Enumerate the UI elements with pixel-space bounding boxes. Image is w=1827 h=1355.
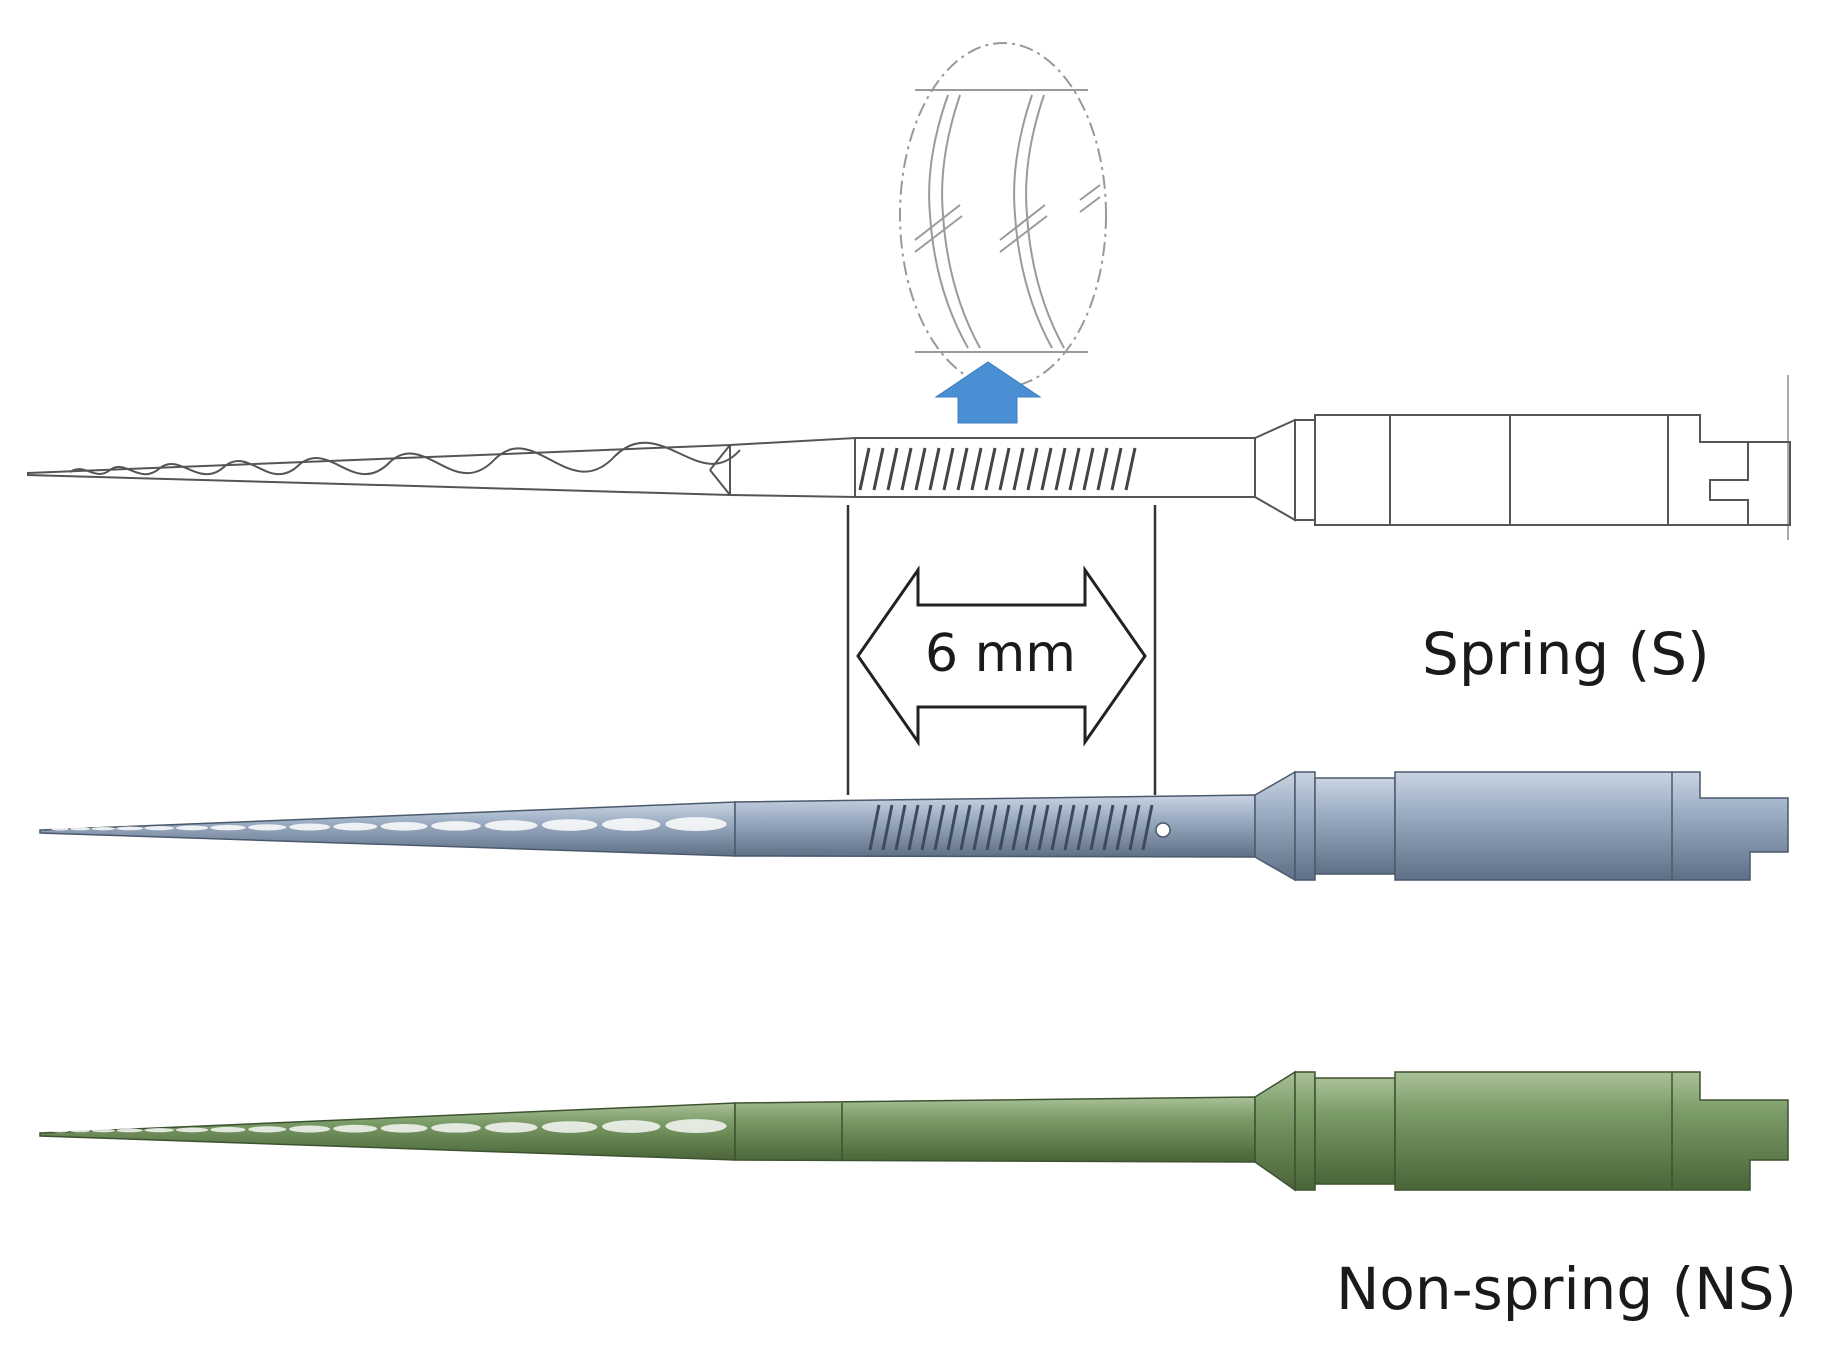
twist-highlight — [51, 1129, 69, 1133]
twist-highlight — [175, 825, 209, 831]
spring-groove — [956, 447, 969, 491]
twist-highlight — [665, 1119, 727, 1133]
spring-groove — [1063, 804, 1076, 851]
spring-groove — [1124, 447, 1137, 491]
spring-grooves-line — [858, 447, 1137, 491]
spring-groove — [1054, 447, 1067, 491]
spring-groove — [1096, 447, 1109, 491]
twist-highlight — [541, 1121, 598, 1133]
spring-file-model — [39, 770, 1789, 882]
twist-highlight — [484, 820, 538, 831]
twist-highlight — [51, 827, 69, 831]
twist-highlight — [602, 1120, 661, 1133]
twist-highlight — [175, 1127, 209, 1133]
twist-highlight — [210, 824, 246, 831]
dimension-label: 6 mm — [925, 624, 1076, 684]
spring-groove — [894, 804, 907, 851]
spring-groove — [881, 804, 894, 851]
twist-highlight — [602, 818, 661, 831]
spring-groove — [1024, 804, 1037, 851]
spring-groove — [858, 447, 871, 491]
spring-groove — [1089, 804, 1102, 851]
twist-highlight — [289, 1125, 331, 1133]
twist-highlight — [144, 826, 174, 831]
spring-groove — [1037, 804, 1050, 851]
spring-groove — [928, 447, 941, 491]
magnify-arrow — [934, 361, 1042, 424]
spring-groove — [1128, 804, 1141, 851]
non-spring-file-model — [39, 1070, 1789, 1192]
magnified-detail — [899, 42, 1107, 388]
spring-groove — [933, 804, 946, 851]
spring-groove — [886, 447, 899, 491]
spring-groove — [900, 447, 913, 491]
spring-groove — [920, 804, 933, 851]
twist-highlight — [289, 823, 331, 831]
spring-groove — [972, 804, 985, 851]
spring-groove — [942, 447, 955, 491]
spring-groove — [1110, 447, 1123, 491]
spring-groove — [868, 804, 881, 851]
twist-highlight — [116, 826, 143, 831]
dimension-double-arrow — [856, 565, 1147, 747]
twist-highlight — [380, 821, 428, 831]
twist-highlight — [248, 1126, 287, 1133]
twist-highlight — [665, 817, 727, 831]
spring-groove — [914, 447, 927, 491]
spring-groove — [970, 447, 983, 491]
spring-groove — [985, 804, 998, 851]
spring-groove — [984, 447, 997, 491]
spring-groove — [1076, 804, 1089, 851]
twist-highlight — [69, 827, 91, 831]
twist-highlight — [333, 822, 378, 831]
spring-groove — [1102, 804, 1115, 851]
spring-groove — [959, 804, 972, 851]
spring-groove — [1026, 447, 1039, 491]
spring-groove — [998, 804, 1011, 851]
twist-highlight — [210, 1126, 246, 1133]
twist-highlight — [248, 824, 287, 831]
twist-highlight — [541, 819, 598, 831]
spring-groove — [946, 804, 959, 851]
twist-flutes — [69, 441, 741, 476]
twist-highlight — [116, 1128, 143, 1133]
spring-groove — [998, 447, 1011, 491]
twist-highlight — [69, 1129, 91, 1133]
file-line-drawing — [27, 375, 1791, 540]
dimension-lines — [846, 505, 1157, 795]
spring-groove — [1011, 804, 1024, 851]
twist-highlight — [431, 1123, 481, 1133]
twist-highlight — [431, 821, 481, 831]
twist-highlight — [91, 1128, 116, 1133]
spring-groove — [1115, 804, 1128, 851]
twist-highlight — [144, 1128, 174, 1133]
spring-label: Spring (S) — [1422, 620, 1710, 688]
spring-groove — [1082, 447, 1095, 491]
twist-highlight — [380, 1123, 428, 1133]
twist-highlight — [91, 826, 116, 831]
twist-highlight — [333, 1124, 378, 1133]
spring-groove — [1050, 804, 1063, 851]
non-spring-label: Non-spring (NS) — [1336, 1255, 1798, 1323]
spring-groove — [872, 447, 885, 491]
spring-groove — [1068, 447, 1081, 491]
spring-groove — [1141, 804, 1154, 851]
spring-groove — [907, 804, 920, 851]
spring-groove — [1012, 447, 1025, 491]
twist-highlight — [484, 1122, 538, 1133]
spring-groove — [1040, 447, 1053, 491]
